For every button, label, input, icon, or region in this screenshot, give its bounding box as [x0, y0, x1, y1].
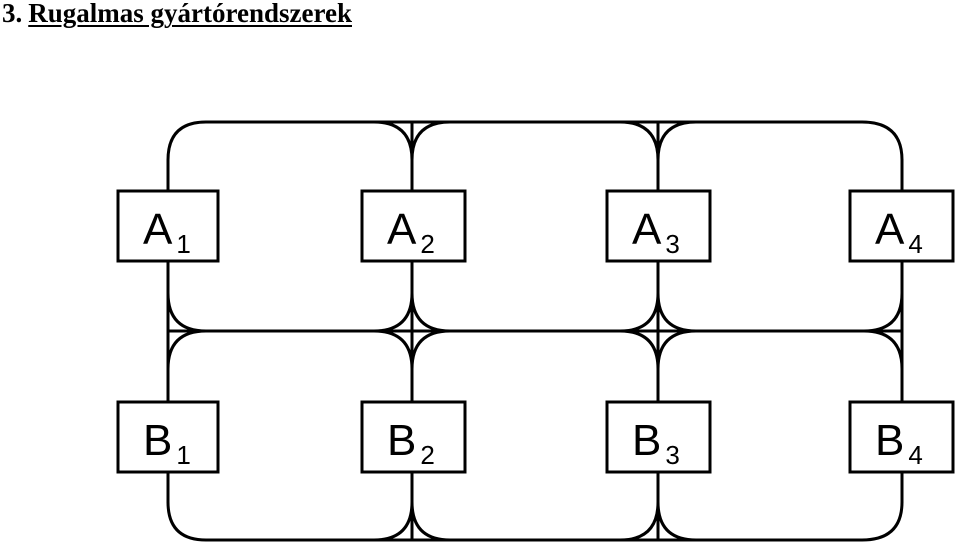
svg-text:B1: B1	[143, 416, 191, 470]
curve-crossing-3	[618, 292, 698, 370]
svg-text:B4: B4	[875, 416, 923, 470]
page-heading: 3.Rugalmas gyártórendszerek	[2, 0, 352, 30]
heading-title: Rugalmas gyártórendszerek	[28, 0, 352, 28]
heading-number: 3.	[2, 0, 23, 28]
curve-top-junction-2	[372, 120, 452, 161]
curve-middle-left	[166, 291, 208, 371]
svg-text:A2: A2	[387, 205, 435, 259]
track-bottom	[166, 500, 904, 542]
curve-bottom-junction-2	[372, 501, 452, 542]
curve-crossing-2	[372, 292, 452, 370]
track-network	[166, 120, 904, 542]
svg-text:B2: B2	[387, 416, 435, 470]
track-top	[166, 120, 904, 162]
curve-bottom-junction-3	[618, 501, 698, 542]
svg-text:A4: A4	[875, 205, 923, 259]
svg-text:B3: B3	[632, 416, 680, 470]
svg-text:A1: A1	[143, 205, 191, 259]
curve-middle-right	[862, 291, 904, 371]
curve-top-junction-3	[618, 120, 698, 161]
svg-text:A3: A3	[632, 205, 680, 259]
